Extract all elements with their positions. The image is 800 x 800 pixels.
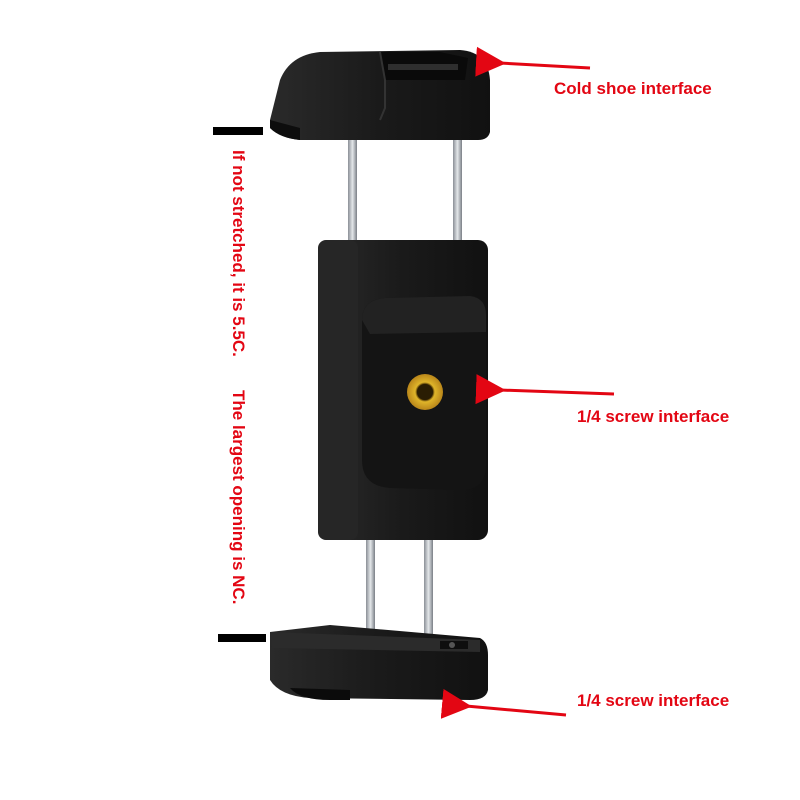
upper-left-rod	[348, 132, 357, 247]
middle-screw-label: 1/4 screw interface	[577, 407, 730, 426]
bottom-screw-label: 1/4 screw interface	[577, 691, 730, 710]
top-clamp-cap	[270, 50, 490, 140]
center-body	[318, 240, 488, 540]
top-measure-marker	[213, 127, 263, 135]
cold-shoe-label: Cold shoe interface	[554, 79, 712, 98]
arrow-bottom-screw	[440, 688, 567, 719]
bottom-clamp-cap	[270, 625, 488, 700]
upper-right-rod	[453, 132, 462, 247]
vertical-note-unstretched: If not stretched, it is 5.5C.	[229, 150, 248, 357]
arrow-middle-screw	[475, 374, 615, 405]
bottom-measure-marker	[218, 634, 266, 642]
vertical-note-max-opening: The largest opening is NC.	[229, 390, 248, 605]
lower-right-rod	[424, 536, 433, 651]
lower-left-rod	[366, 536, 375, 651]
arrow-cold-shoe	[475, 46, 591, 77]
